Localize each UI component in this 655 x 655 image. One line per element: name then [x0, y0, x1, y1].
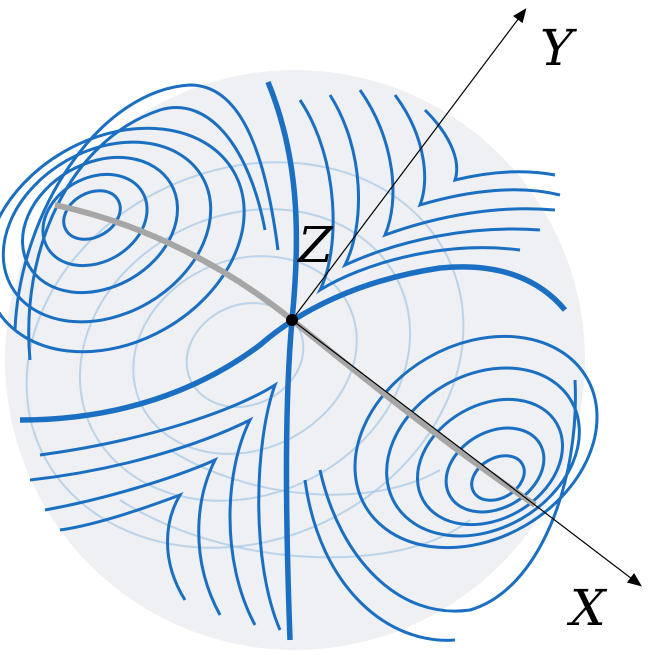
trajectories-right-center	[303, 334, 599, 642]
x-axis-label: X	[566, 579, 608, 637]
trajectories-top-lobe	[298, 89, 561, 295]
y-axis-label: Y	[540, 19, 577, 77]
x-axis-line	[291, 319, 642, 587]
origin-point	[286, 314, 298, 326]
trajectories-bottom-lobe	[29, 381, 282, 631]
z-axis-label: Z	[296, 216, 334, 274]
trajectories-left-center	[0, 83, 280, 361]
sphere	[5, 70, 585, 650]
y-axis-line	[291, 8, 527, 321]
